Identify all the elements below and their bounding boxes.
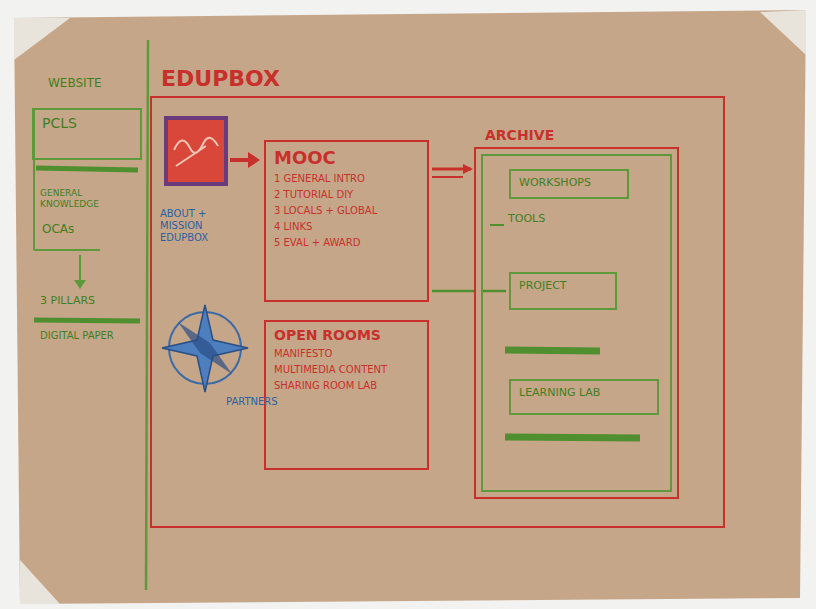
box-heading: WORKSHOPS — [519, 176, 619, 189]
bracket — [34, 249, 100, 251]
tape — [760, 10, 806, 55]
archive-item: PROJECT — [509, 272, 617, 310]
box-heading: LEARNING LAB — [519, 386, 649, 399]
note-label: GENERAL KNOWLEDGE — [40, 188, 140, 210]
box-line: 1 GENERAL INTRO — [274, 173, 419, 185]
mooc-box: MOOC 1 GENERAL INTRO 2 TUTORIAL DIY 3 LOCAL… — [264, 140, 429, 302]
compass-symbol — [162, 305, 248, 392]
arrow-line — [79, 255, 81, 284]
note-label: OCAs — [42, 222, 132, 236]
box-heading: ARCHIVE — [482, 127, 557, 144]
box-line: MANIFESTO — [274, 348, 419, 360]
green-underline — [36, 168, 138, 170]
site-frame: EDUPBOXMOOC1 GENERAL INTRO2 TUTORIAL DIY… — [150, 96, 725, 528]
green-scribble — [505, 350, 600, 351]
connector-arrow — [432, 168, 471, 171]
note-label: ABOUT + MISSION EDUPBOX — [160, 208, 240, 244]
archive-box: ARCHIVEWORKSHOPSPROJECTLEARNING LAB — [474, 147, 679, 499]
note-label: WEBSITE — [48, 76, 143, 90]
box-line: 4 LINKS — [274, 221, 419, 233]
tape — [14, 18, 70, 60]
menu-box: PCLS — [32, 108, 142, 160]
divider-line — [146, 40, 148, 590]
box-heading: PROJECT — [519, 279, 607, 292]
green-scribble — [505, 437, 640, 438]
box-heading: PCLS — [42, 115, 132, 132]
note-label: PARTNERS — [226, 396, 306, 408]
double-stroke — [432, 176, 463, 178]
box-heading: OPEN ROOMS — [274, 327, 419, 344]
logo-box — [166, 118, 226, 184]
box-line: SHARING ROOM LAB — [274, 380, 419, 392]
arrow-head — [248, 152, 260, 168]
box-line: 2 TUTORIAL DIY — [274, 189, 419, 201]
green-underline — [34, 320, 140, 321]
arrow-line — [230, 158, 250, 162]
open-rooms-box: OPEN ROOMS MANIFESTO MULTIMEDIA CONTENT SHA… — [264, 320, 429, 470]
archive-item: WORKSHOPS — [509, 169, 629, 199]
archive-item: LEARNING LAB — [509, 379, 659, 415]
box-heading: MOOC — [274, 147, 419, 169]
box-line: 3 LOCALS + GLOBAL — [274, 205, 419, 217]
box-heading: EDUPBOX — [158, 66, 283, 92]
logo-scribble — [174, 138, 218, 166]
note-label: TOOLS — [508, 212, 658, 225]
arrow-head — [74, 280, 86, 289]
box-line: MULTIMEDIA CONTENT — [274, 364, 419, 376]
paper-sheet — [14, 10, 806, 604]
tape — [20, 560, 60, 604]
box-line: 5 EVAL + AWARD — [274, 237, 419, 249]
note-label: 3 PILLARS — [40, 294, 140, 307]
bullet-line — [490, 224, 504, 226]
note-label: DIGITAL PAPER — [40, 330, 140, 342]
connector-arrow — [432, 290, 506, 293]
